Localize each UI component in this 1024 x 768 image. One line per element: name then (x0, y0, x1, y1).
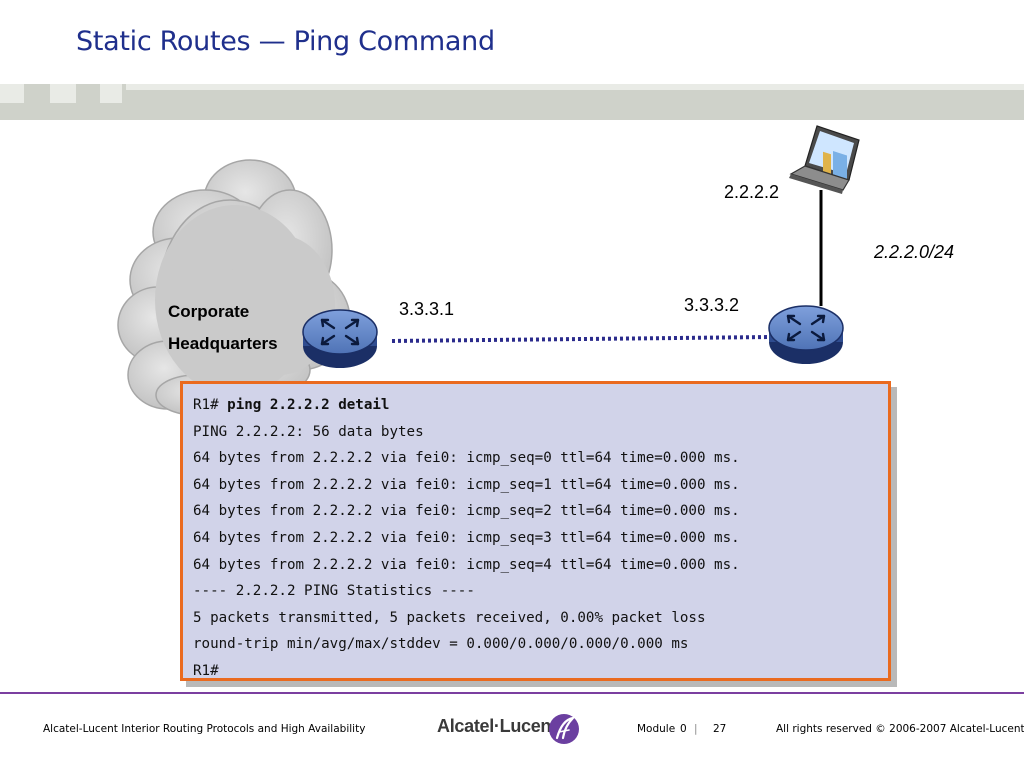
terminal-prompt: R1# (193, 397, 228, 413)
alcatel-lucent-logo-icon (549, 714, 579, 744)
host-ip-label: 2.2.2.2 (724, 182, 780, 202)
terminal-output: R1# ping 2.2.2.2 detail PING 2.2.2.2: 56… (180, 381, 891, 681)
header-band-square (50, 84, 76, 103)
cloud-icon (117, 159, 351, 416)
terminal-line: R1# (193, 662, 219, 679)
slide-title: Static Routes — Ping Command (76, 26, 495, 57)
header-band-gap (76, 84, 100, 103)
header-band-top (0, 84, 1024, 92)
laptop-icon (789, 125, 860, 194)
terminal-line: 64 bytes from 2.2.2.2 via fei0: icmp_seq… (193, 503, 740, 520)
header-band-square (0, 84, 24, 103)
footer-course-title: Alcatel-Lucent Interior Routing Protocol… (43, 723, 366, 735)
header-band-square (100, 84, 122, 103)
link-left-ip-label: 3.3.3.1 (399, 299, 455, 319)
header-band-gap (122, 84, 126, 103)
terminal-line: 64 bytes from 2.2.2.2 via fei0: icmp_seq… (193, 476, 740, 493)
terminal-line: 64 bytes from 2.2.2.2 via fei0: icmp_seq… (193, 556, 740, 573)
header-band-gap (26, 84, 50, 103)
terminal-command-line: R1# ping 2.2.2.2 detail (193, 392, 888, 419)
brand-wordmark: Alcatel·Lucent (437, 716, 557, 736)
hq-label-line1: Corporate (168, 302, 250, 321)
terminal-line: round-trip min/avg/max/stddev = 0.000/0.… (193, 636, 689, 653)
router-icon (302, 309, 378, 368)
terminal-line: PING 2.2.2.2: 56 data bytes (193, 423, 424, 440)
router-icon (768, 305, 844, 364)
hq-label-line2: Headquarters (168, 334, 278, 353)
terminal-line: 5 packets transmitted, 5 packets receive… (193, 609, 706, 626)
header-band (0, 90, 1024, 120)
terminal-line: ---- 2.2.2.2 PING Statistics ---- (193, 583, 475, 600)
terminal-line: 64 bytes from 2.2.2.2 via fei0: icmp_seq… (193, 450, 740, 467)
footer-module-number: 0 (680, 723, 687, 735)
footer-page-number: 27 (713, 723, 727, 735)
link-right-ip-label: 3.3.3.2 (684, 295, 740, 315)
footer-copyright: All rights reserved © 2006-2007 Alcatel-… (776, 723, 1024, 735)
footer-module-label: Module (637, 723, 676, 735)
header-band-gap (24, 84, 26, 103)
footer-rule (0, 692, 1024, 694)
footer-separator: | (694, 723, 698, 735)
serial-link (391, 335, 773, 343)
terminal-command: ping 2.2.2.2 detail (227, 397, 390, 413)
host-network-label: 2.2.2.0/24 (874, 242, 955, 262)
terminal-line: 64 bytes from 2.2.2.2 via fei0: icmp_seq… (193, 529, 740, 546)
